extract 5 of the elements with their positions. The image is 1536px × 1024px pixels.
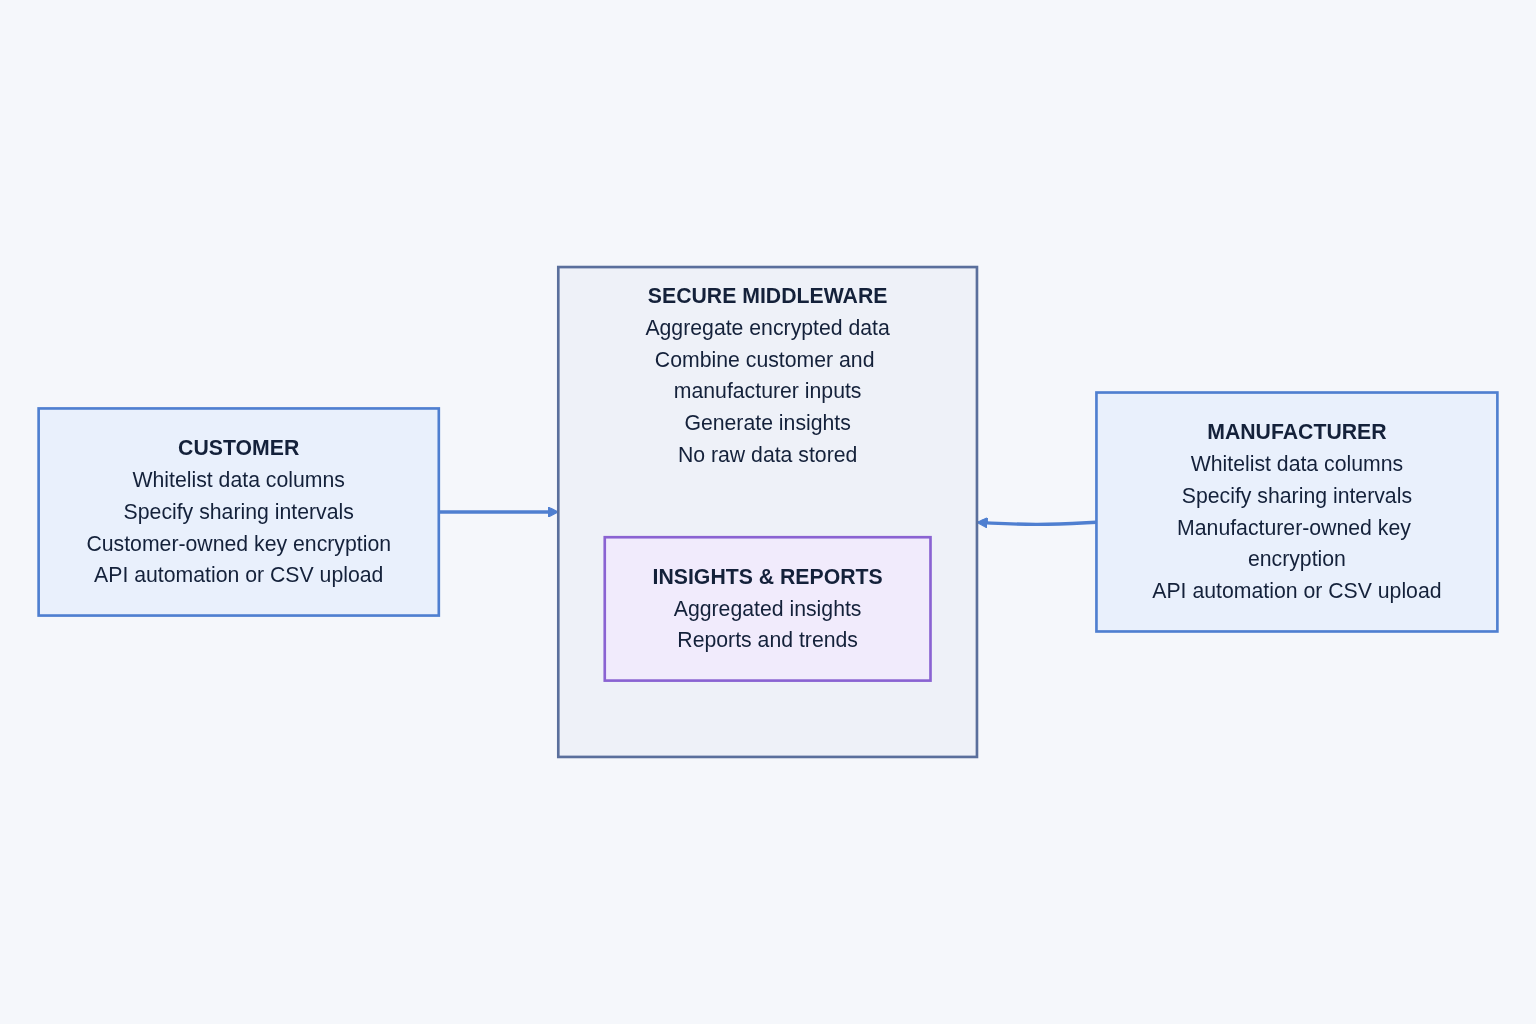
node-box: MANUFACTURER Whitelist data columns Specify sharing intervals Manufacturer-owned key encryption API automation or CSV upload <box>1095 391 1499 633</box>
arrow <box>438 506 559 518</box>
node-box: INSIGHTS & REPORTS Aggregated insights Reports and trends <box>603 535 932 682</box>
arrow <box>976 517 1097 529</box>
node-box: CUSTOMER Whitelist data columns Specify sharing intervals Customer-owned key encryption API automation or CSV upload <box>37 407 441 617</box>
